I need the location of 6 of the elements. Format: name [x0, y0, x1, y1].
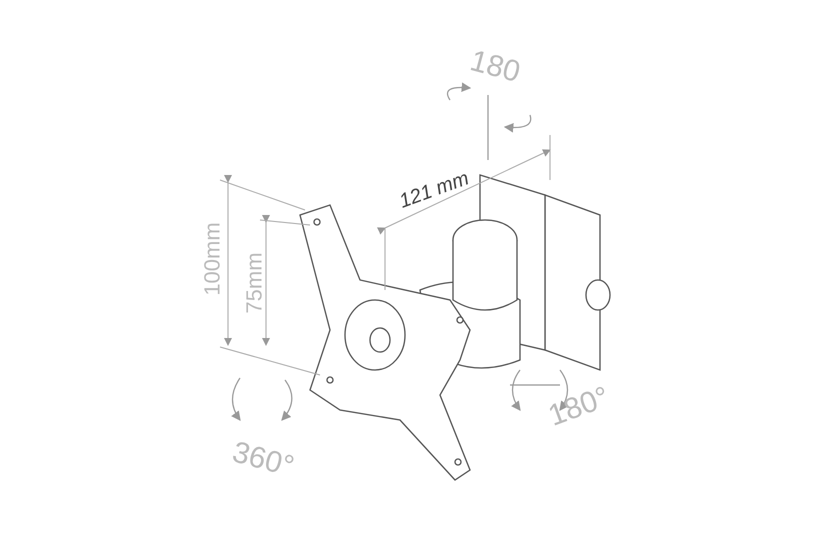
- angle-label: 180°: [544, 382, 614, 432]
- angle-label: 180: [466, 46, 524, 88]
- dimension-label: 121 mm: [396, 168, 472, 212]
- dimension-label: 75mm: [244, 252, 266, 314]
- dimension-label: 100mm: [202, 222, 224, 296]
- angle-label: 360°: [229, 437, 297, 483]
